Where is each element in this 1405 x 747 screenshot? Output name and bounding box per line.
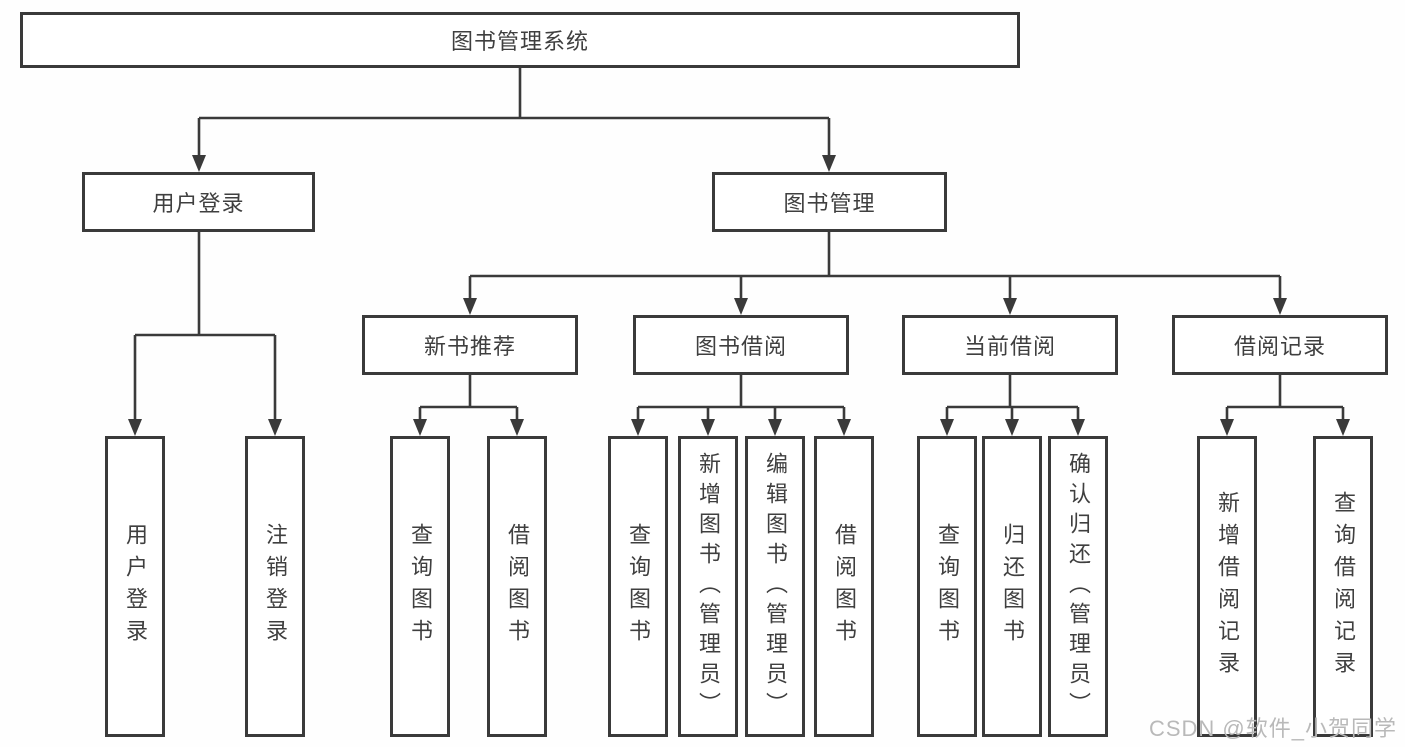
leaf-newbooks-borrow-books: 借阅图书	[487, 436, 547, 737]
node-current-borrow: 当前借阅	[902, 315, 1118, 375]
node-user-login: 用户登录	[82, 172, 315, 232]
leaf-borrow-edit-books-admin: 编辑图书（管理员）	[745, 436, 805, 737]
leaf-records-query-record: 查询借阅记录	[1313, 436, 1373, 737]
node-new-book-recommend: 新书推荐	[362, 315, 578, 375]
leaf-logout: 注销登录	[245, 436, 305, 737]
leaf-borrow-query-books: 查询图书	[608, 436, 668, 737]
leaf-records-add-record: 新增借阅记录	[1197, 436, 1257, 737]
leaf-current-return-books: 归还图书	[982, 436, 1042, 737]
node-borrow-records: 借阅记录	[1172, 315, 1388, 375]
node-book-management: 图书管理	[712, 172, 947, 232]
leaf-borrow-add-books-admin: 新增图书（管理员）	[678, 436, 738, 737]
leaf-user-login: 用户登录	[105, 436, 165, 737]
leaf-newbooks-query-books: 查询图书	[390, 436, 450, 737]
leaf-borrow-borrow-books: 借阅图书	[814, 436, 874, 737]
node-book-borrow: 图书借阅	[633, 315, 849, 375]
leaf-current-confirm-return-admin: 确认归还（管理员）	[1048, 436, 1108, 737]
node-root-library-system: 图书管理系统	[20, 12, 1020, 68]
watermark: CSDN @软件_小贺同学	[1148, 716, 1397, 741]
leaf-current-query-books: 查询图书	[917, 436, 977, 737]
